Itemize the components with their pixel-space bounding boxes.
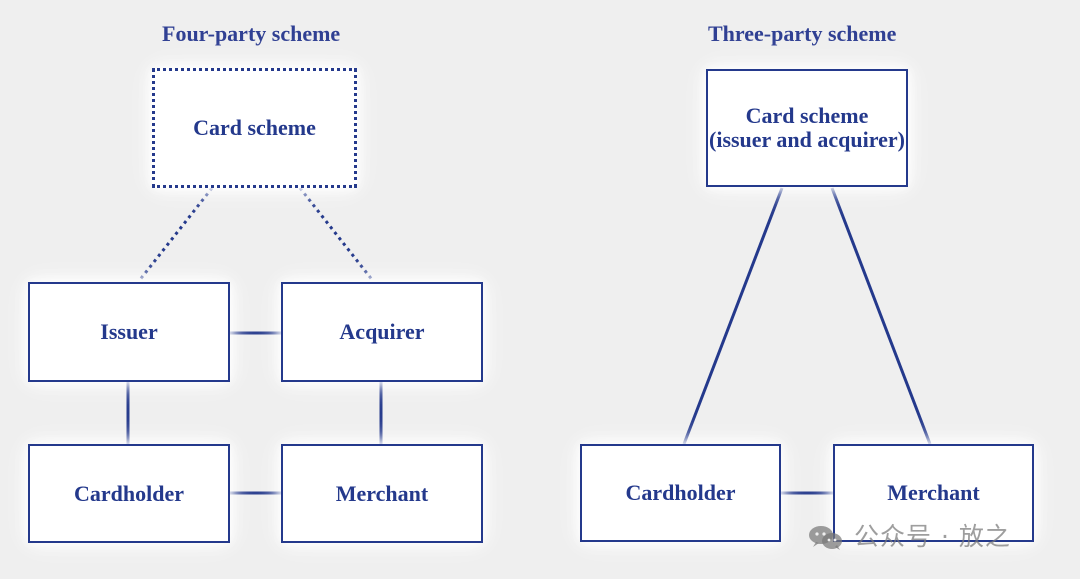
acquirer-box: Acquirer bbox=[281, 282, 483, 382]
three-party-title: Three-party scheme bbox=[708, 21, 897, 46]
three-party-card-scheme-line1: Card scheme bbox=[745, 103, 869, 128]
connector-three-party-scheme-merchant bbox=[830, 187, 932, 445]
connector-card-scheme-acquirer bbox=[298, 187, 375, 282]
four-party-cardholder-label: Cardholder bbox=[74, 480, 184, 506]
three-party-cardholder-box: Cardholder bbox=[580, 444, 781, 542]
three-party-card-scheme-line2: (issuer and acquirer) bbox=[709, 127, 905, 152]
four-party-card-scheme-label: Card scheme bbox=[193, 115, 316, 140]
four-party-card-scheme-box: Card scheme bbox=[152, 68, 357, 188]
issuer-box: Issuer bbox=[28, 282, 230, 382]
three-party-merchant-box: Merchant bbox=[833, 444, 1034, 542]
three-party-card-scheme-text: Card scheme (issuer and acquirer) bbox=[709, 104, 905, 152]
four-party-title: Four-party scheme bbox=[162, 21, 341, 46]
three-party-merchant-label: Merchant bbox=[887, 480, 980, 505]
connector-three-party-scheme-cardholder bbox=[682, 187, 784, 445]
three-party-card-scheme-box: Card scheme (issuer and acquirer) bbox=[706, 69, 908, 187]
four-party-cardholder-box: Cardholder bbox=[28, 444, 230, 543]
connector-card-scheme-issuer bbox=[137, 187, 214, 282]
acquirer-label: Acquirer bbox=[339, 319, 425, 344]
four-party-merchant-box: Merchant bbox=[281, 444, 483, 543]
issuer-label: Issuer bbox=[100, 319, 158, 344]
four-party-merchant-label: Merchant bbox=[335, 480, 429, 506]
three-party-cardholder-label: Cardholder bbox=[625, 480, 736, 505]
